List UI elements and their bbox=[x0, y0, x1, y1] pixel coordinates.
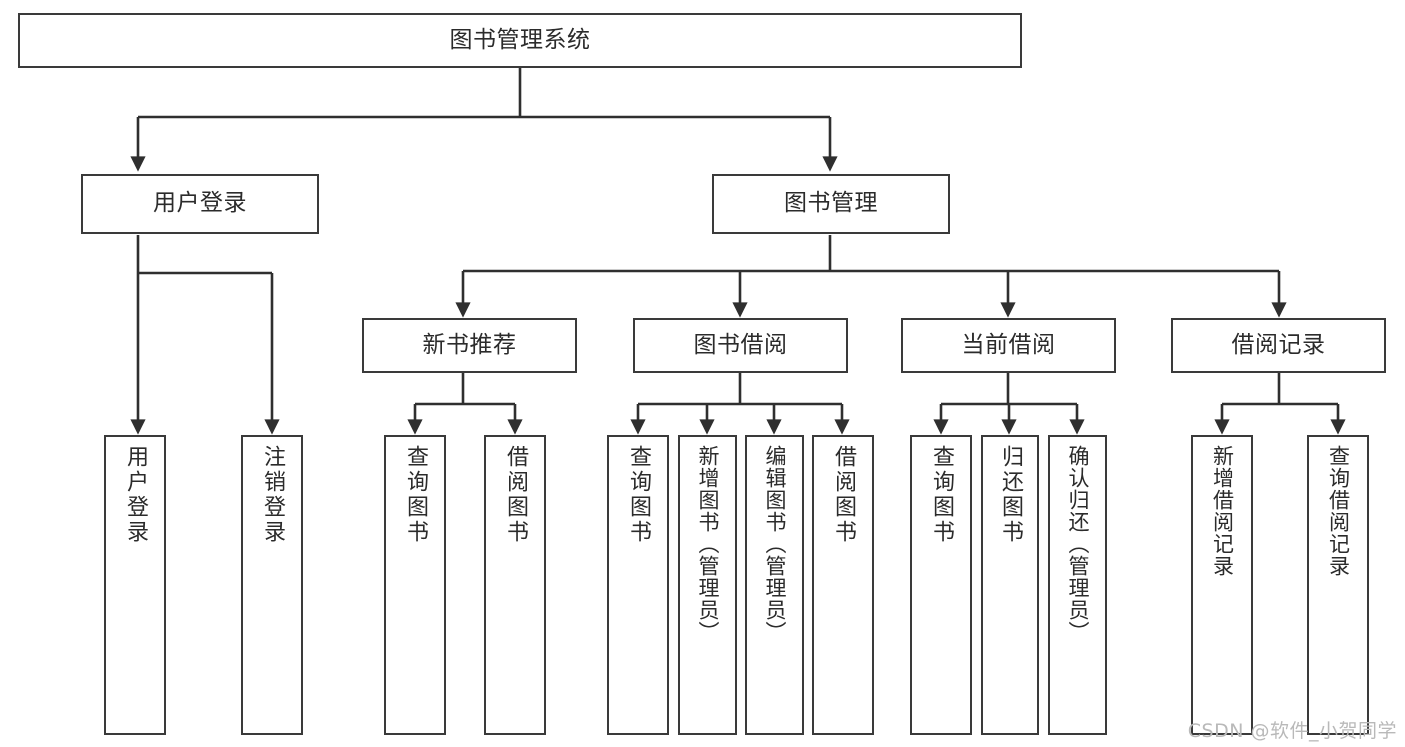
node-label: 查询图书 bbox=[403, 445, 428, 545]
node-label: 查询借阅记录 bbox=[1326, 445, 1351, 577]
node-label: 确认归还（管理员） bbox=[1066, 445, 1090, 643]
node-label: 编辑图书（管理员） bbox=[763, 445, 787, 643]
node-new-book-recommend[interactable]: 新书推荐 bbox=[362, 318, 577, 373]
node-leaf-add-book[interactable]: 新增图书（管理员） bbox=[678, 435, 737, 735]
node-leaf-query-book-1[interactable]: 查询图书 bbox=[384, 435, 446, 735]
node-leaf-query-book-2[interactable]: 查询图书 bbox=[607, 435, 669, 735]
node-label: 借阅记录 bbox=[1231, 331, 1326, 358]
node-leaf-borrow-book-2[interactable]: 借阅图书 bbox=[812, 435, 874, 735]
node-label: 新书推荐 bbox=[422, 331, 517, 358]
node-label: 借阅图书 bbox=[503, 445, 528, 545]
node-label: 新增借阅记录 bbox=[1210, 445, 1235, 577]
node-label: 查询图书 bbox=[929, 445, 954, 545]
node-user-login[interactable]: 用户登录 bbox=[81, 174, 319, 234]
node-leaf-logout[interactable]: 注销登录 bbox=[241, 435, 303, 735]
node-label: 当前借阅 bbox=[961, 331, 1056, 358]
node-leaf-edit-book[interactable]: 编辑图书（管理员） bbox=[745, 435, 804, 735]
node-label: 图书管理系统 bbox=[449, 26, 591, 53]
node-label: 图书管理 bbox=[784, 190, 878, 217]
node-label: 用户登录 bbox=[123, 445, 148, 545]
node-label: 借阅图书 bbox=[831, 445, 856, 545]
node-label: 图书借阅 bbox=[693, 331, 788, 358]
node-label: 归还图书 bbox=[998, 445, 1023, 545]
node-leaf-return-book[interactable]: 归还图书 bbox=[981, 435, 1039, 735]
node-leaf-borrow-book-1[interactable]: 借阅图书 bbox=[484, 435, 546, 735]
node-label: 注销登录 bbox=[260, 445, 285, 545]
node-book-management[interactable]: 图书管理 bbox=[712, 174, 950, 234]
node-leaf-user-login[interactable]: 用户登录 bbox=[104, 435, 166, 735]
node-leaf-query-book-3[interactable]: 查询图书 bbox=[910, 435, 972, 735]
node-leaf-confirm-return[interactable]: 确认归还（管理员） bbox=[1048, 435, 1107, 735]
node-leaf-add-record[interactable]: 新增借阅记录 bbox=[1191, 435, 1253, 735]
node-root-book-management-system[interactable]: 图书管理系统 bbox=[18, 13, 1022, 68]
csdn-watermark: CSDN @软件_小贺同学 bbox=[1187, 720, 1397, 742]
node-current-borrow[interactable]: 当前借阅 bbox=[901, 318, 1116, 373]
node-borrow-record[interactable]: 借阅记录 bbox=[1171, 318, 1386, 373]
node-book-borrow[interactable]: 图书借阅 bbox=[633, 318, 848, 373]
node-label: 查询图书 bbox=[626, 445, 651, 545]
node-label: 新增图书（管理员） bbox=[696, 445, 720, 643]
node-leaf-query-record[interactable]: 查询借阅记录 bbox=[1307, 435, 1369, 735]
node-label: 用户登录 bbox=[153, 190, 247, 217]
